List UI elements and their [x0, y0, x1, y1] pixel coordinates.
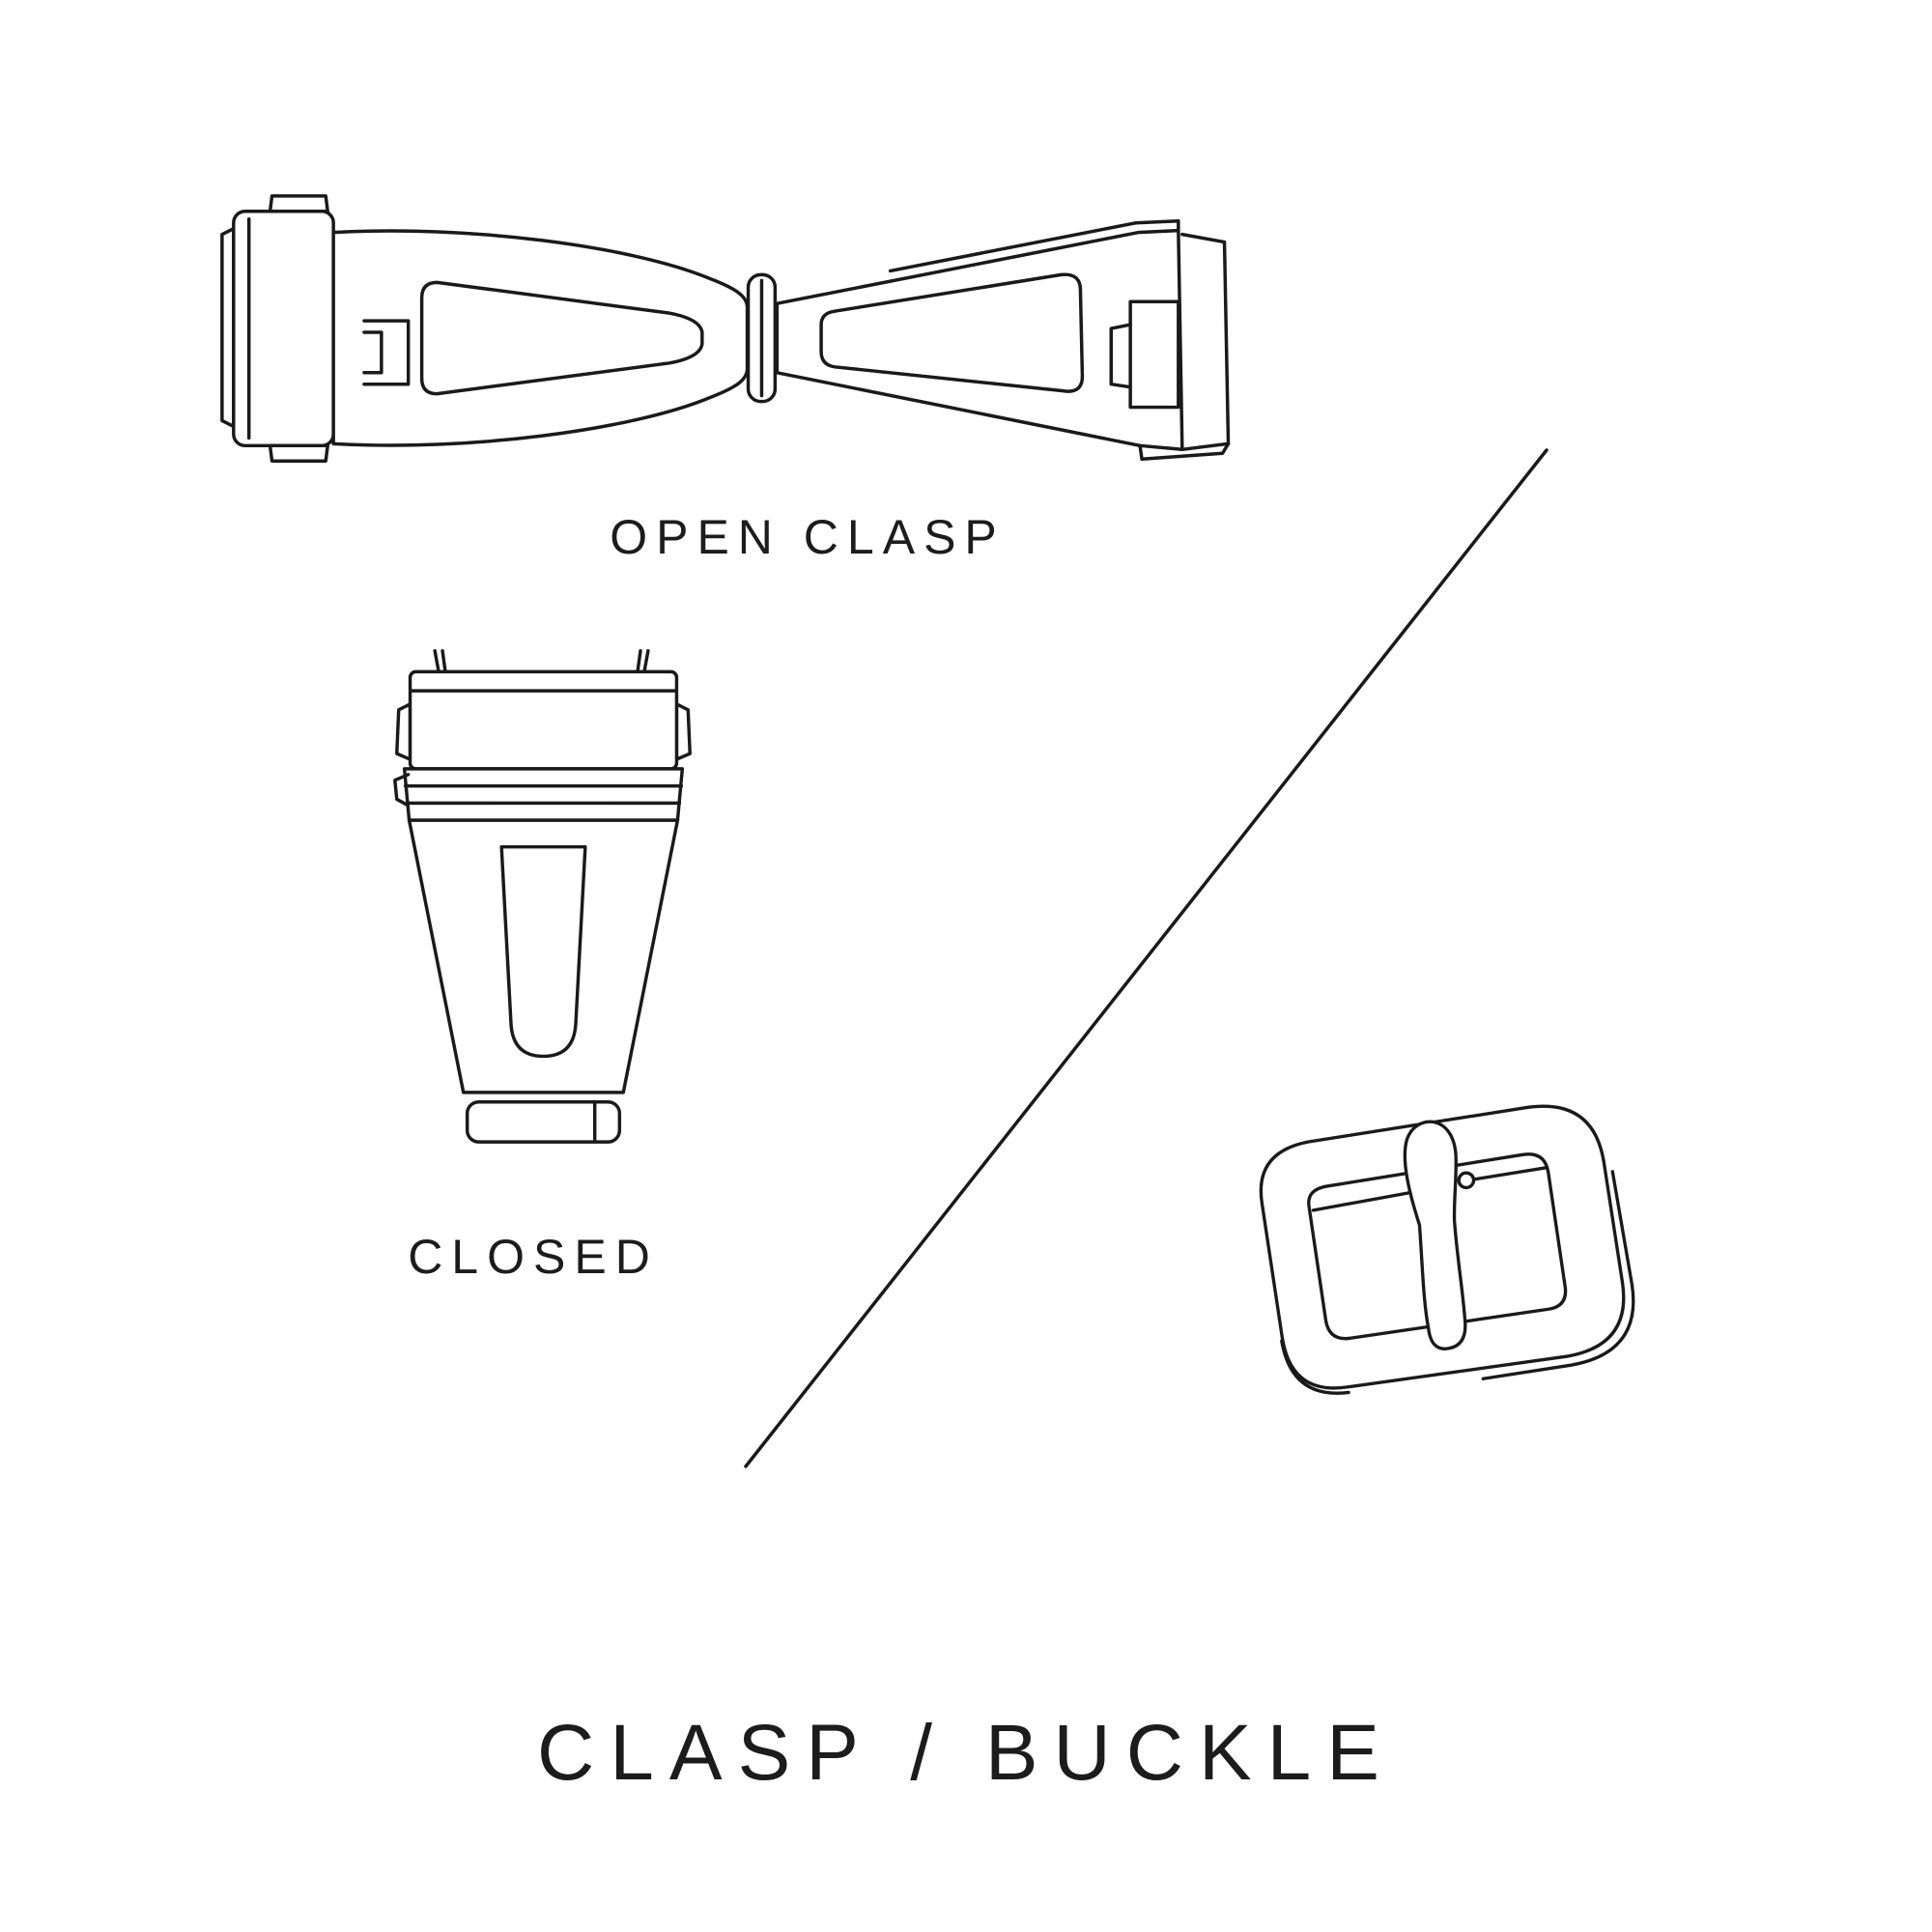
open-clasp-icon	[220, 194, 1231, 463]
pin-buckle-illustration	[1235, 1084, 1648, 1417]
open-clasp-illustration	[217, 179, 1294, 496]
closed-clasp-label: CLOSED	[408, 1230, 659, 1284]
page-title: CLASP / BUCKLE	[537, 1709, 1395, 1797]
pin-buckle-icon	[1259, 1104, 1635, 1395]
closed-clasp-illustration	[382, 645, 705, 1201]
open-clasp-label: OPEN CLASP	[610, 510, 1006, 564]
closed-clasp-icon	[393, 648, 692, 1144]
